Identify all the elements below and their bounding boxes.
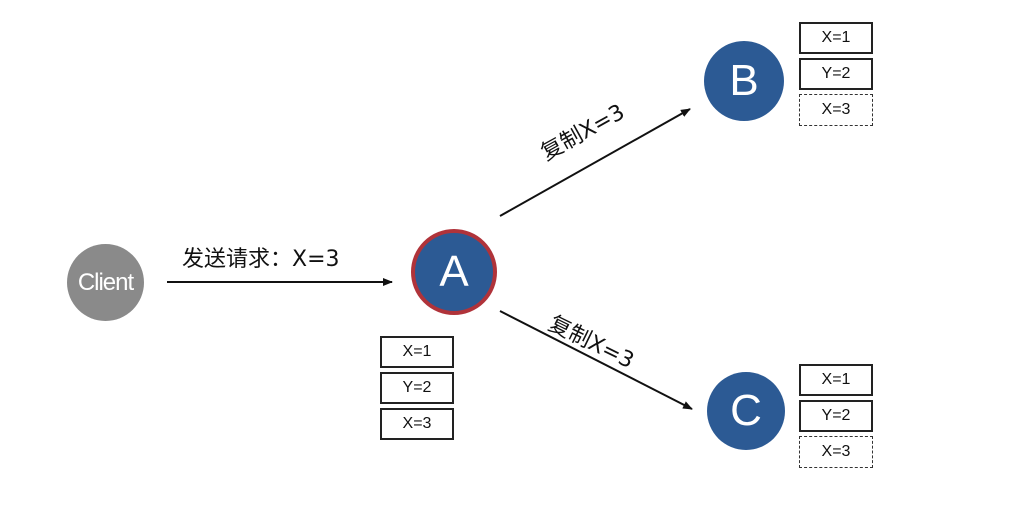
log-entry: X=1 xyxy=(799,22,873,54)
log-entry-pending: X=3 xyxy=(799,94,873,126)
client-node: Client xyxy=(67,244,144,321)
node-c-log: X=1 Y=2 X=3 xyxy=(799,364,873,472)
log-entry: X=3 xyxy=(380,408,454,440)
node-a: A xyxy=(411,229,497,315)
log-entry: Y=2 xyxy=(380,372,454,404)
log-entry: X=1 xyxy=(380,336,454,368)
node-a-log: X=1 Y=2 X=3 xyxy=(380,336,454,444)
log-entry-pending: X=3 xyxy=(799,436,873,468)
node-b-log: X=1 Y=2 X=3 xyxy=(799,22,873,130)
log-entry: X=1 xyxy=(799,364,873,396)
node-b: B xyxy=(704,41,784,121)
send-request-label: 发送请求：X=3 xyxy=(182,247,340,272)
node-c: C xyxy=(707,372,785,450)
arrow-a-to-b xyxy=(499,108,691,217)
log-entry: Y=2 xyxy=(799,400,873,432)
arrow-a-to-c xyxy=(499,310,693,410)
log-entry: Y=2 xyxy=(799,58,873,90)
